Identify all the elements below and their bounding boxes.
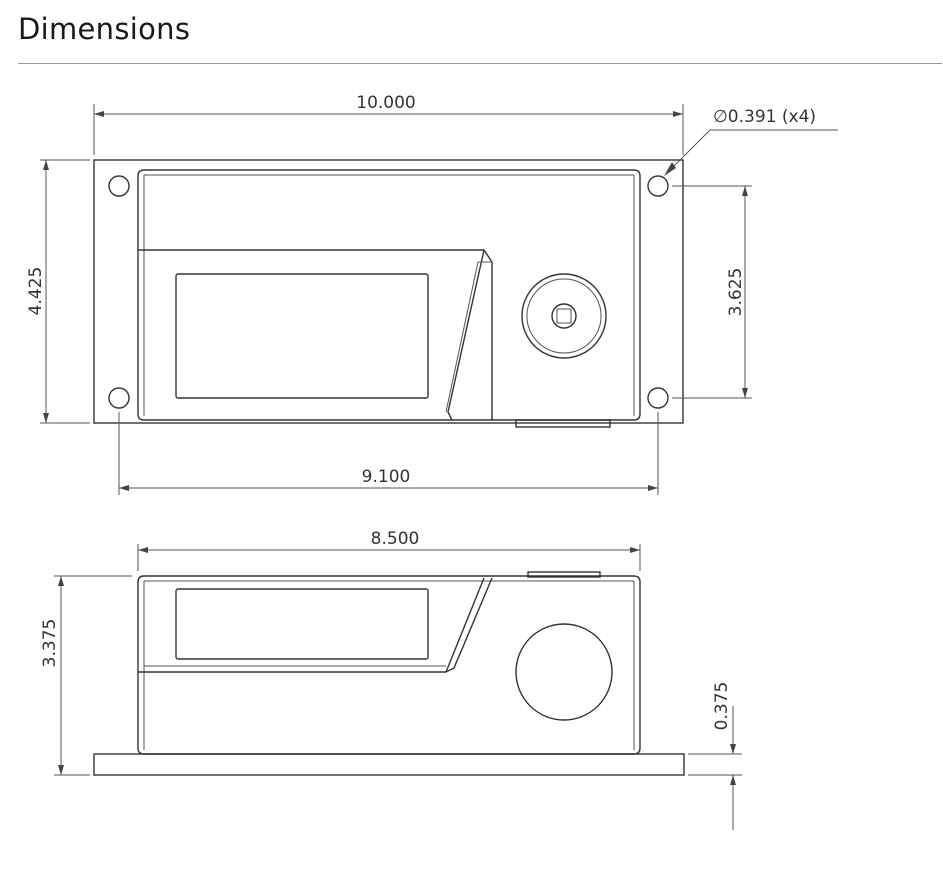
dim-hole-vertical-spacing: 3.625 [726, 268, 746, 317]
mounting-hole-icon [108, 175, 130, 197]
dim-total-height: 3.375 [40, 619, 60, 668]
page-title: Dimensions [18, 12, 191, 46]
front-view-dimensions: 8.500 3.375 0.375 [40, 529, 742, 830]
front-display-window [175, 588, 429, 660]
front-knob-icon [515, 623, 613, 721]
front-view [93, 571, 685, 776]
top-base-plate [93, 159, 684, 424]
dim-base-thickness: 0.375 [712, 682, 732, 731]
top-view-dimensions: 10.000 ∅0.391 (x4) 4.425 3.625 9.100 [26, 93, 838, 495]
dim-hole-horizontal-spacing: 9.100 [362, 467, 411, 487]
knob-icon [521, 273, 607, 359]
top-enclosure-body [137, 169, 641, 421]
title-divider [18, 63, 942, 64]
front-base-plate [93, 753, 685, 776]
mounting-hole-icon [647, 175, 669, 197]
front-enclosure-body [137, 575, 641, 755]
dim-overall-width: 10.000 [356, 93, 415, 113]
dim-overall-height: 4.425 [26, 267, 46, 316]
top-view [93, 159, 684, 428]
top-display-window [175, 273, 429, 399]
mounting-hole-icon [647, 387, 669, 409]
dim-hole-diameter: ∅0.391 (x4) [713, 107, 816, 127]
mounting-hole-icon [108, 387, 130, 409]
dim-body-width: 8.500 [371, 529, 420, 549]
